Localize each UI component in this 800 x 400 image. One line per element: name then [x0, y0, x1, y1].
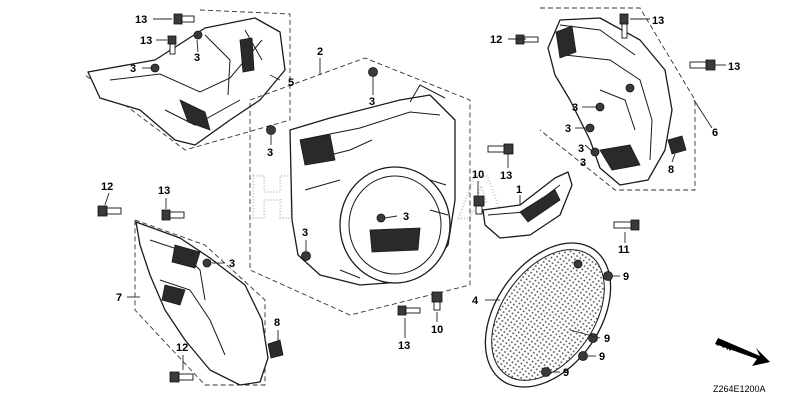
- callout-9: 9: [604, 333, 610, 345]
- callout-13: 13: [135, 14, 147, 26]
- part-6-shroud: [539, 7, 696, 191]
- bolts: [97, 13, 716, 383]
- callout-13: 13: [140, 35, 152, 47]
- callout-13: 13: [652, 15, 664, 27]
- callout-3: 3: [580, 157, 586, 169]
- callout-7: 7: [116, 292, 122, 304]
- callout-12: 12: [101, 181, 113, 193]
- callout-4: 4: [472, 295, 479, 307]
- callout-8: 8: [668, 164, 674, 176]
- callout-12: 12: [176, 342, 188, 354]
- callout-9: 9: [563, 367, 569, 379]
- callout-3: 3: [267, 147, 273, 159]
- callout-3: 3: [229, 258, 235, 270]
- callout-3: 3: [403, 211, 409, 223]
- callout-3: 3: [565, 123, 571, 135]
- part-1-deflector: [482, 171, 573, 239]
- callout-3: 3: [572, 102, 578, 114]
- front-direction-arrow: FR.: [715, 338, 770, 366]
- part-8-clip-left: [267, 339, 284, 359]
- callout-11: 11: [618, 244, 630, 256]
- callout-3: 3: [194, 52, 200, 64]
- callout-3: 3: [578, 143, 584, 155]
- callout-3: 3: [369, 96, 375, 108]
- callout-8: 8: [274, 317, 280, 329]
- leader-lines: [104, 18, 726, 373]
- part-8-clip-right: [667, 135, 687, 155]
- callout-labels: 13 13 3 3 5 2 3 3 13 10 12 13 13 6 3 3 3…: [101, 14, 740, 379]
- callout-3: 3: [130, 63, 136, 75]
- part-7-cover: [134, 219, 269, 386]
- part-5-shroud: [84, 9, 291, 151]
- callout-13: 13: [728, 61, 740, 73]
- callout-5: 5: [288, 77, 294, 89]
- callout-13: 13: [500, 170, 512, 182]
- figure-code: Z264E1200A: [713, 384, 766, 394]
- part-4-screen: [484, 242, 612, 388]
- callout-9: 9: [623, 271, 629, 283]
- callout-9: 9: [599, 351, 605, 363]
- callout-3: 3: [302, 227, 308, 239]
- part-2-fan-cover: [249, 57, 471, 316]
- callout-12: 12: [490, 34, 502, 46]
- callout-2: 2: [317, 46, 323, 58]
- callout-13: 13: [158, 185, 170, 197]
- direction-label: FR.: [715, 338, 734, 354]
- callout-10: 10: [431, 324, 443, 336]
- callout-10: 10: [472, 169, 484, 181]
- callout-13: 13: [398, 340, 410, 352]
- callout-1: 1: [516, 184, 522, 196]
- callout-6: 6: [712, 127, 718, 139]
